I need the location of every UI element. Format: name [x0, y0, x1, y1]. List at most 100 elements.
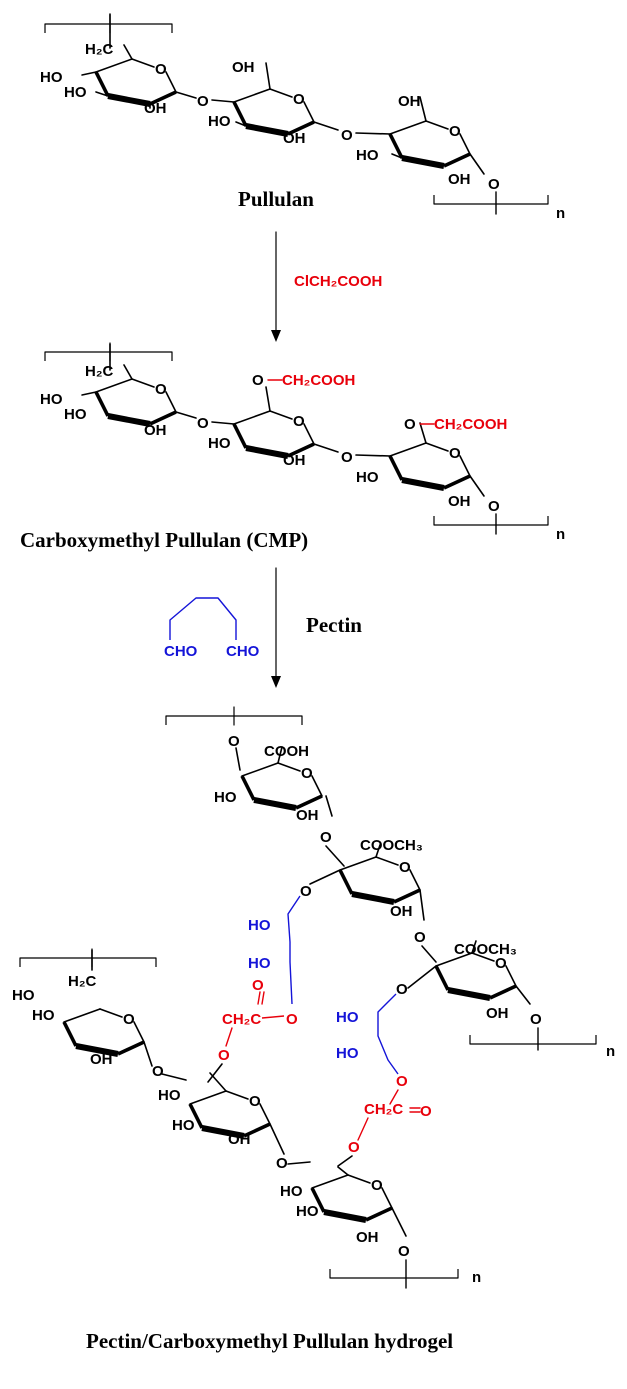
- glycosidic-oxygen-label: O: [398, 1243, 410, 1260]
- bond: [287, 1161, 311, 1165]
- ring-oxygen-label: O: [371, 1177, 383, 1194]
- bond: [419, 889, 425, 921]
- ring-bond: [303, 423, 315, 445]
- bond: [337, 1155, 353, 1167]
- bond: [471, 940, 477, 954]
- ring-bond: [99, 1008, 123, 1018]
- ether-oxygen-label: O: [252, 372, 264, 389]
- hydroxyl-label: HO: [214, 789, 237, 806]
- ester-bond: [357, 1117, 369, 1141]
- ring-front-bond: [232, 101, 248, 127]
- ring-bond: [389, 120, 427, 135]
- hydroxyl-label: OH: [296, 807, 319, 824]
- ring-front-bond: [75, 1043, 119, 1057]
- ring-bond: [471, 952, 495, 962]
- ester-bond: [261, 1015, 285, 1019]
- repeat-bracket: [44, 23, 173, 33]
- ring-bond: [435, 952, 473, 967]
- pectin-label: Pectin: [306, 613, 362, 637]
- ring-front-bond: [94, 391, 110, 417]
- glycosidic-oxygen-label: O: [341, 127, 353, 144]
- ester-oxygen-label: O: [218, 1047, 230, 1064]
- hydroxyl-label: HO: [356, 469, 379, 486]
- carbonyl-oxygen-label: O: [252, 977, 264, 994]
- hydroxyl-label: OH: [448, 171, 471, 188]
- ring-bond: [459, 455, 471, 477]
- ring-bond: [339, 856, 377, 871]
- ring-oxygen-label: O: [301, 765, 313, 782]
- ring-front-bond: [388, 133, 404, 159]
- glycosidic-oxygen-label: O: [197, 93, 209, 110]
- hydroxyl-label: OH: [398, 93, 421, 110]
- hydroxyl-label: OH: [228, 1131, 251, 1148]
- ring-front-bond: [245, 445, 289, 459]
- bond: [265, 62, 271, 90]
- bond: [419, 96, 427, 122]
- carbonyl-bond: [257, 991, 261, 1005]
- bond: [407, 965, 437, 989]
- hydroxyl-label: HO: [208, 435, 231, 452]
- ring-bond: [425, 442, 449, 452]
- glycosidic-oxygen-label: O: [276, 1155, 288, 1172]
- carboxyl-label: COOH: [264, 743, 309, 760]
- repeat-n-label: n: [556, 205, 565, 222]
- ring-bond: [311, 775, 323, 797]
- bond: [209, 1072, 227, 1092]
- methyl-ester-label: COOCH₃: [454, 941, 517, 958]
- ring-bond: [375, 856, 399, 866]
- glycosidic-oxygen-label: O: [414, 929, 426, 946]
- ring-oxygen-label: O: [155, 61, 167, 78]
- bond: [391, 1207, 407, 1237]
- glycosidic-oxygen-label: O: [530, 1011, 542, 1028]
- hydroxyl-label: HO: [208, 113, 231, 130]
- repeat-bracket: [433, 516, 549, 526]
- ring-front-bond: [188, 1103, 204, 1129]
- carboxymethyl-label: CH₂COOH: [282, 372, 355, 389]
- ester-group-label: CH₂C: [222, 1011, 261, 1028]
- bond: [81, 391, 97, 396]
- ring-front-bond: [117, 1040, 145, 1056]
- ring-bond: [165, 391, 177, 413]
- bond: [277, 746, 283, 764]
- bond: [175, 411, 197, 419]
- ring-bond: [303, 101, 315, 123]
- ring-oxygen-label: O: [449, 123, 461, 140]
- ring-bond: [95, 378, 133, 393]
- hydroxyl-label: HO: [172, 1117, 195, 1134]
- ring-front-bond: [323, 1209, 367, 1223]
- hydroxyl-label: HO: [12, 987, 35, 1004]
- bond: [161, 1073, 187, 1081]
- ring-bond: [189, 1090, 227, 1105]
- ring-bond: [241, 762, 279, 777]
- crosslink-chain: [377, 993, 399, 1075]
- ring-bond: [311, 1174, 349, 1189]
- bond: [143, 1041, 153, 1067]
- reagent-label: ClCH₂COOH: [294, 273, 382, 290]
- ring-front-bond: [232, 423, 248, 449]
- h2c-label: H₂C: [85, 363, 113, 380]
- ring-front-bond: [287, 442, 315, 458]
- pullulan-caption: Pullulan: [238, 187, 314, 211]
- ring-oxygen-label: O: [293, 91, 305, 108]
- ring-bond: [165, 71, 177, 93]
- repeat-n-label: n: [472, 1269, 481, 1286]
- bond: [207, 1063, 223, 1083]
- hydroxyl-label: OH: [390, 903, 413, 920]
- ring-front-bond: [107, 413, 151, 427]
- ring-bond: [269, 410, 293, 420]
- aldehyde-label: CHO: [226, 643, 260, 660]
- ring-bond: [95, 58, 133, 73]
- h2c-label: H₂C: [85, 41, 113, 58]
- hydroxyl-label: HO: [32, 1007, 55, 1024]
- ring-front-bond: [149, 410, 177, 426]
- ring-bond: [409, 869, 421, 891]
- ester-oxygen-label: O: [286, 1011, 298, 1028]
- bond: [355, 454, 391, 457]
- bond: [325, 845, 345, 867]
- ring-bond: [133, 1021, 145, 1043]
- ester-oxygen-label: O: [348, 1139, 360, 1156]
- ester-group-label: CH₂C: [364, 1101, 403, 1118]
- glutaraldehyde-chain: [169, 597, 237, 640]
- ring-front-bond: [447, 987, 491, 1001]
- ring-front-bond: [94, 71, 110, 97]
